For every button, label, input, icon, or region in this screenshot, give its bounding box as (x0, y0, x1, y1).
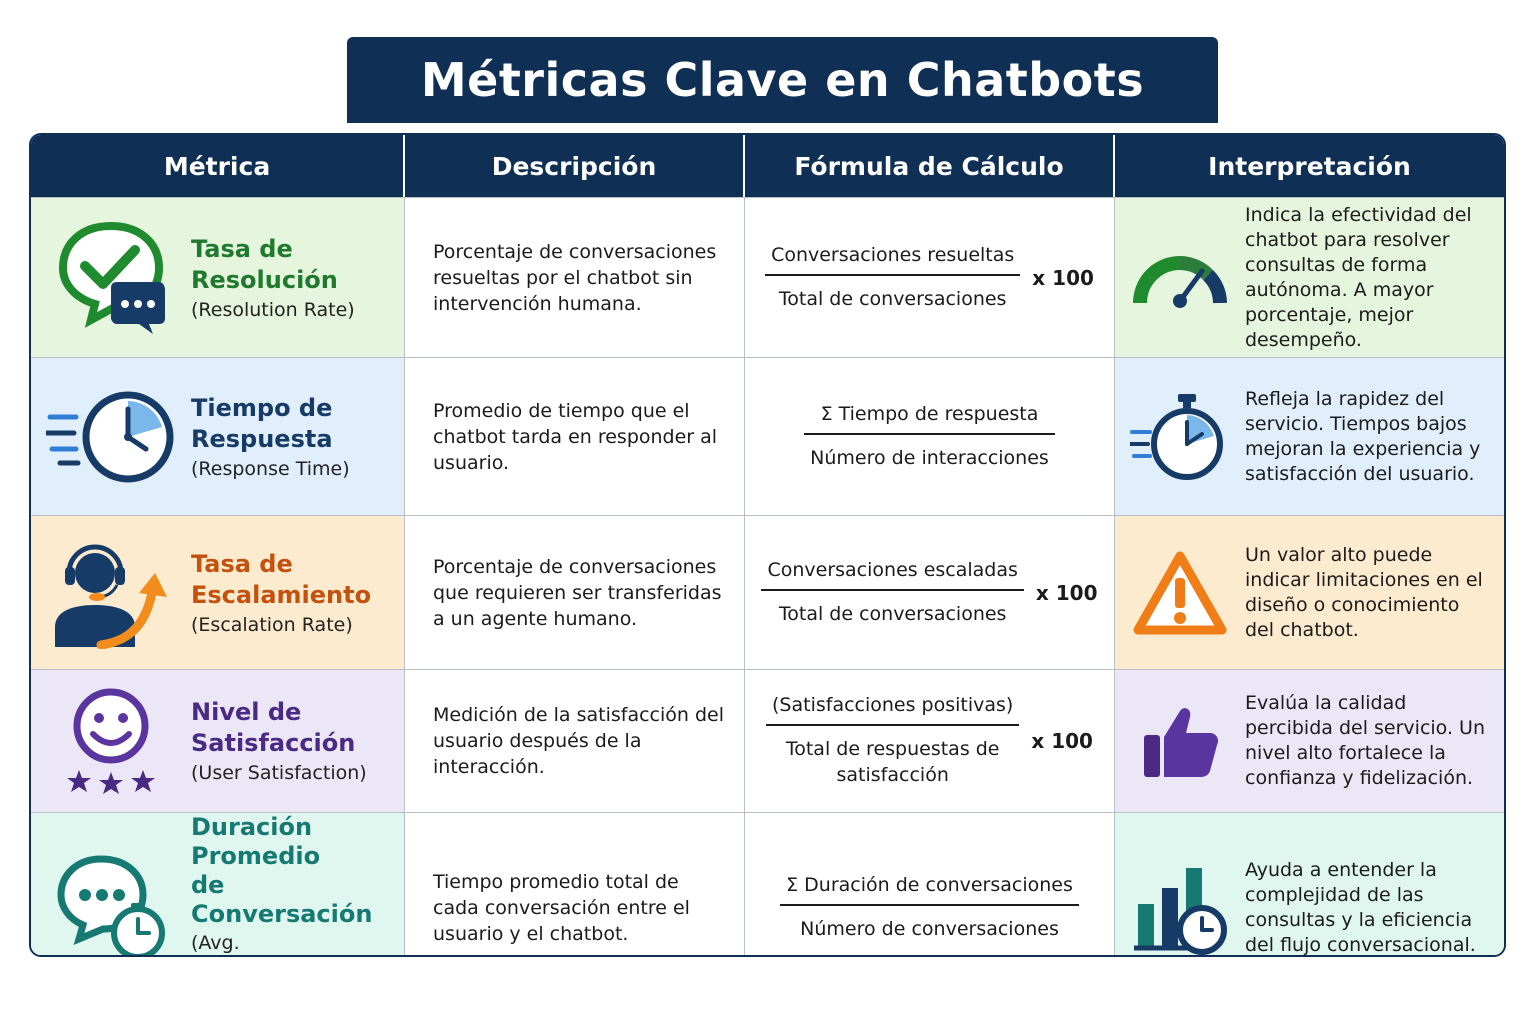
formula-denominator: Número de conversaciones (800, 918, 1059, 940)
formula-numerator: Conversaciones resueltas (771, 243, 1015, 266)
fraction-bar (761, 588, 1024, 591)
interpretation-text: Un valor alto puede indicar limitaciones… (1245, 543, 1483, 641)
formula-numerator: Σ Duración de conversaciones (786, 874, 1073, 896)
formula-multiplier: x 100 (1035, 580, 1098, 605)
metric-label: Tiempo de Respuesta (Response Time) (191, 393, 350, 481)
table-row: Duración Promedio de Conversación (Avg. … (31, 812, 1504, 956)
table-row: Tasa de Resolución (Resolution Rate) Por… (31, 197, 1504, 357)
table-header: Métrica Descripción Fórmula de Cálculo I… (31, 135, 1504, 197)
table-row: Tasa de Escalamiento (Escalation Rate) P… (31, 515, 1504, 669)
formula-numerator: (Satisfacciones positivas) (772, 694, 1014, 716)
chat-check-icon (31, 220, 191, 336)
clock-icon (31, 387, 191, 487)
formula-cell: Σ Tiempo de respuesta Número de interacc… (745, 358, 1115, 515)
formula-numerator: Conversaciones escaladas (767, 558, 1018, 581)
metrics-table: Métrica Descripción Fórmula de Cálculo I… (29, 133, 1506, 957)
formula-denominator: Total de respuestas de satisfacción (785, 738, 1000, 786)
description-cell: Tiempo promedio total de cada conversaci… (405, 813, 745, 955)
metric-english: (Escalation Rate) (191, 613, 353, 636)
metric-name-line2: Escalamiento (191, 580, 372, 609)
metric-cell: Tiempo de Respuesta (Response Time) (31, 358, 405, 515)
metric-name-line2: Respuesta (191, 424, 333, 453)
formula-cell: (Satisfacciones positivas) Total de resp… (745, 670, 1115, 812)
fraction-bar (780, 904, 1079, 906)
fraction: (Satisfacciones positivas) Total de resp… (766, 694, 1020, 788)
metric-cell: Nivel de Satisfacción (User Satisfaction… (31, 670, 405, 812)
metric-name-line1: Duración Promedio (191, 813, 321, 870)
formula-multiplier: x 100 (1031, 729, 1093, 753)
description-cell: Porcentaje de conversaciones resueltas p… (405, 198, 745, 357)
stopwatch-icon (1115, 392, 1245, 482)
fraction: Σ Tiempo de respuesta Número de interacc… (804, 403, 1055, 471)
formula-cell: Σ Duración de conversaciones Número de c… (745, 813, 1115, 955)
metric-english: (Avg. Conversation Duration) (191, 932, 240, 954)
metric-name-line1: Nivel de (191, 698, 302, 726)
metric-name-line2: de Conversación (191, 871, 373, 928)
smiley-stars-icon (31, 686, 191, 796)
interpretation-text: Refleja la rapidez del servicio. Tiempos… (1245, 387, 1481, 485)
formula-numerator: Σ Tiempo de respuesta (820, 402, 1039, 425)
title-banner: Métricas Clave en Chatbots (347, 37, 1218, 123)
gauge-icon (1115, 245, 1245, 311)
metric-english: (Resolution Rate) (191, 298, 355, 321)
header-interpretation: Interpretación (1208, 151, 1411, 181)
formula-denominator: Número de interacciones (810, 446, 1049, 469)
metric-label: Nivel de Satisfacción (User Satisfaction… (191, 697, 367, 785)
table-row: Nivel de Satisfacción (User Satisfaction… (31, 669, 1504, 812)
interpretation-text: Ayuda a entender la complejidad de las c… (1245, 859, 1476, 956)
metric-english: (Response Time) (191, 457, 350, 480)
warning-icon (1115, 550, 1245, 636)
metric-cell: Tasa de Escalamiento (Escalation Rate) (31, 516, 405, 669)
fraction-bar (804, 432, 1055, 435)
interpretation-text: Indica la efectividad del chatbot para r… (1245, 203, 1472, 351)
interpretation-cell: Ayuda a entender la complejidad de las c… (1115, 813, 1504, 956)
interpretation-cell: Evalúa la calidad percibida del servicio… (1115, 670, 1504, 812)
formula-denominator: Total de conversaciones (778, 287, 1007, 310)
thumbs-up-icon (1115, 701, 1245, 781)
metric-label: Duración Promedio de Conversación (Avg. … (191, 813, 404, 955)
formula-denominator: Total de conversaciones (778, 602, 1007, 625)
metric-cell: Tasa de Resolución (Resolution Rate) (31, 198, 405, 357)
formula-multiplier: x 100 (1032, 265, 1094, 290)
agent-headset-icon (31, 537, 191, 649)
metric-name-line2: Resolución (191, 265, 338, 294)
interpretation-cell: Un valor alto puede indicar limitaciones… (1115, 516, 1504, 669)
fraction: Conversaciones escaladas Total de conver… (761, 558, 1024, 627)
fraction-bar (766, 724, 1020, 726)
metric-label: Tasa de Escalamiento (Escalation Rate) (191, 549, 371, 637)
fraction: Conversaciones resueltas Total de conver… (765, 243, 1021, 312)
formula-cell: Conversaciones resueltas Total de conver… (745, 198, 1115, 357)
metric-name-line1: Tasa de (191, 549, 293, 578)
page-title: Métricas Clave en Chatbots (420, 53, 1145, 107)
metric-name-line1: Tiempo de (191, 393, 333, 422)
bar-chart-clock-icon (1115, 860, 1245, 955)
interpretation-cell: Refleja la rapidez del servicio. Tiempos… (1115, 358, 1504, 515)
metric-cell: Duración Promedio de Conversación (Avg. … (31, 813, 405, 955)
interpretation-text: Evalúa la calidad percibida del servicio… (1245, 692, 1485, 789)
interpretation-cell: Indica la efectividad del chatbot para r… (1115, 198, 1504, 357)
metric-name-line1: Tasa de (191, 234, 293, 263)
chat-timer-icon (31, 853, 191, 955)
fraction-bar (765, 273, 1021, 276)
description-cell: Medición de la satisfacción del usuario … (405, 670, 745, 812)
formula-cell: Conversaciones escaladas Total de conver… (745, 516, 1115, 669)
metric-english: (User Satisfaction) (191, 762, 367, 784)
description-cell: Promedio de tiempo que el chatbot tarda … (405, 358, 745, 515)
description-cell: Porcentaje de conversaciones que requier… (405, 516, 745, 669)
fraction: Σ Duración de conversaciones Número de c… (780, 874, 1079, 942)
header-metric: Métrica (31, 135, 405, 197)
metric-label: Tasa de Resolución (Resolution Rate) (191, 234, 355, 322)
table-row: Tiempo de Respuesta (Response Time) Prom… (31, 357, 1504, 515)
metric-name-line2: Satisfacción (191, 729, 356, 757)
header-formula: Fórmula de Cálculo (745, 135, 1115, 197)
header-description: Descripción (405, 135, 745, 197)
